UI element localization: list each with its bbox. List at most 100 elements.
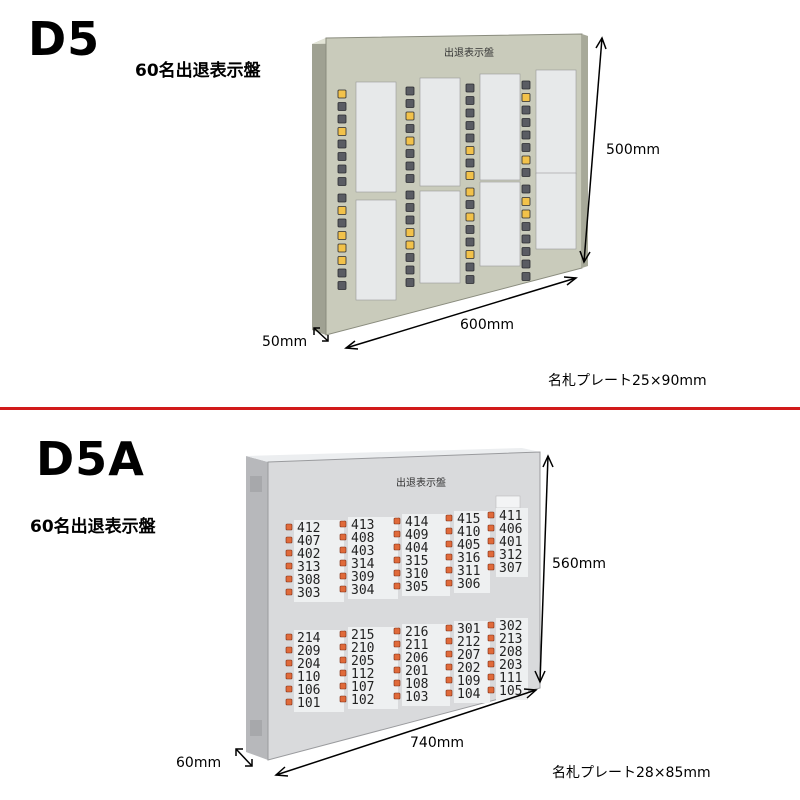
- d5a-room-number: 101: [297, 696, 320, 711]
- d5-subtitle: 60名出退表示盤: [135, 61, 261, 81]
- d5-lamp: [337, 89, 347, 99]
- d5-name-plate: [479, 181, 521, 267]
- d5a-depth-label: 60mm: [176, 755, 222, 771]
- d5a-plate-column: [402, 624, 450, 706]
- d5a-room-number: 404: [405, 541, 429, 556]
- d5a-lamp: [445, 689, 453, 697]
- d5a-lamp: [445, 514, 453, 522]
- d5a-room-number: 314: [351, 557, 375, 572]
- d5a-lamp: [487, 550, 495, 558]
- d5a-lamp: [445, 579, 453, 587]
- d5-lamp: [405, 136, 415, 146]
- d5a-room-number: 110: [297, 670, 320, 685]
- d5a-room-number: 203: [499, 658, 522, 673]
- d5-lamp: [465, 171, 475, 180]
- d5a-lamp: [445, 566, 453, 574]
- d5-lamp: [465, 133, 475, 143]
- d5a-plate-column: [402, 514, 450, 596]
- d5-name-plate: [479, 73, 521, 181]
- d5a-lamp: [393, 692, 401, 700]
- d5-lamp: [337, 206, 347, 215]
- d5a-lamp: [393, 569, 401, 577]
- d5a-lamp: [445, 650, 453, 658]
- d5-lamp: [405, 253, 415, 262]
- d5a-plate-column: [348, 517, 398, 599]
- d5a-room-number: 401: [499, 535, 522, 550]
- d5-lamp: [465, 158, 475, 168]
- d5a-lamp: [393, 517, 401, 525]
- d5a-lamp: [285, 646, 293, 654]
- d5a-room-number: 107: [351, 680, 374, 695]
- d5a-room-number: 201: [405, 664, 428, 679]
- d5a-lamp: [393, 653, 401, 661]
- d5a-room-number: 213: [499, 632, 522, 647]
- d5a-lamp: [445, 527, 453, 535]
- d5a-number-grid: 4124074023133083034134084033143093044144…: [285, 495, 528, 712]
- d5-lamp: [337, 193, 347, 203]
- d5a-lamp: [487, 647, 495, 655]
- d5-lamp: [405, 265, 415, 275]
- d5a-plate-note: 名札プレート28×85mm: [552, 765, 711, 781]
- d5a-lamp: [487, 524, 495, 532]
- d5a-lamp: [339, 546, 347, 554]
- d5a-lamp: [487, 660, 495, 668]
- d5a-plate-column: [294, 520, 344, 602]
- d5a-room-number: 209: [297, 644, 320, 659]
- d5a-lamp: [339, 669, 347, 677]
- d5-height-arrow: [579, 36, 607, 264]
- d5a-lamp: [393, 679, 401, 687]
- d5-lamp: [521, 272, 531, 281]
- d5a-room-number: 409: [405, 528, 428, 543]
- d5a-model-title: D5A: [36, 432, 145, 486]
- d5-lamp: [465, 108, 475, 118]
- d5a-plate-column: [454, 511, 490, 593]
- d5a-lamp: [339, 559, 347, 567]
- d5a-lamp: [339, 643, 347, 651]
- d5-lamp: [465, 212, 475, 222]
- d5-lamp: [521, 118, 531, 127]
- d5-lamp: [521, 105, 531, 115]
- d5a-room-number: 313: [297, 560, 320, 575]
- d5-lamp: [337, 152, 347, 161]
- d5a-lamp: [393, 582, 401, 590]
- d5a-lamp: [285, 549, 293, 557]
- d5a-panel-label: 出退表示盤: [396, 478, 446, 489]
- d5a-lamp: [445, 553, 453, 561]
- d5a-lamp: [487, 511, 495, 519]
- d5-lamp: [337, 139, 347, 149]
- d5-name-plates: [355, 69, 577, 301]
- d5a-lamp: [339, 695, 347, 703]
- d5a-lamp: [393, 543, 401, 551]
- d5a-lamp: [285, 575, 293, 583]
- d5-lamp: [465, 83, 475, 93]
- d5-lamp: [465, 250, 475, 259]
- d5a-subtitle: 60名出退表示盤: [30, 517, 156, 537]
- d5-lamp: [521, 197, 531, 206]
- d5a-lamp: [487, 537, 495, 545]
- d5a-lamp: [487, 673, 495, 681]
- d5-depth-arrow: [313, 327, 329, 342]
- d5-name-plate: [419, 77, 461, 187]
- d5-lamp: [465, 225, 475, 234]
- d5-lamp: [405, 190, 415, 200]
- d5-lamp: [405, 86, 415, 96]
- d5-lamp: [521, 222, 531, 231]
- d5-lamp: [521, 168, 531, 177]
- d5a-room-number: 105: [499, 684, 522, 699]
- d5a-blank-plate: [495, 495, 521, 509]
- d5-lamp: [521, 247, 531, 256]
- d5a-room-number: 308: [297, 573, 320, 588]
- d5-name-plate: [355, 81, 397, 193]
- d5a-room-number: 210: [351, 641, 374, 656]
- d5a-room-number: 402: [297, 547, 320, 562]
- d5a-lamp: [487, 621, 495, 629]
- d5a-room-number: 103: [405, 690, 428, 705]
- d5a-plate-column: [348, 627, 398, 709]
- d5-lamp: [337, 268, 347, 278]
- d5a-room-number: 305: [405, 580, 428, 595]
- d5-lamp: [521, 80, 531, 90]
- d5a-room-number: 413: [351, 518, 374, 533]
- d5a-room-number: 309: [351, 570, 374, 585]
- d5a-room-number: 403: [351, 544, 374, 559]
- d5-depth-label: 50mm: [262, 334, 308, 350]
